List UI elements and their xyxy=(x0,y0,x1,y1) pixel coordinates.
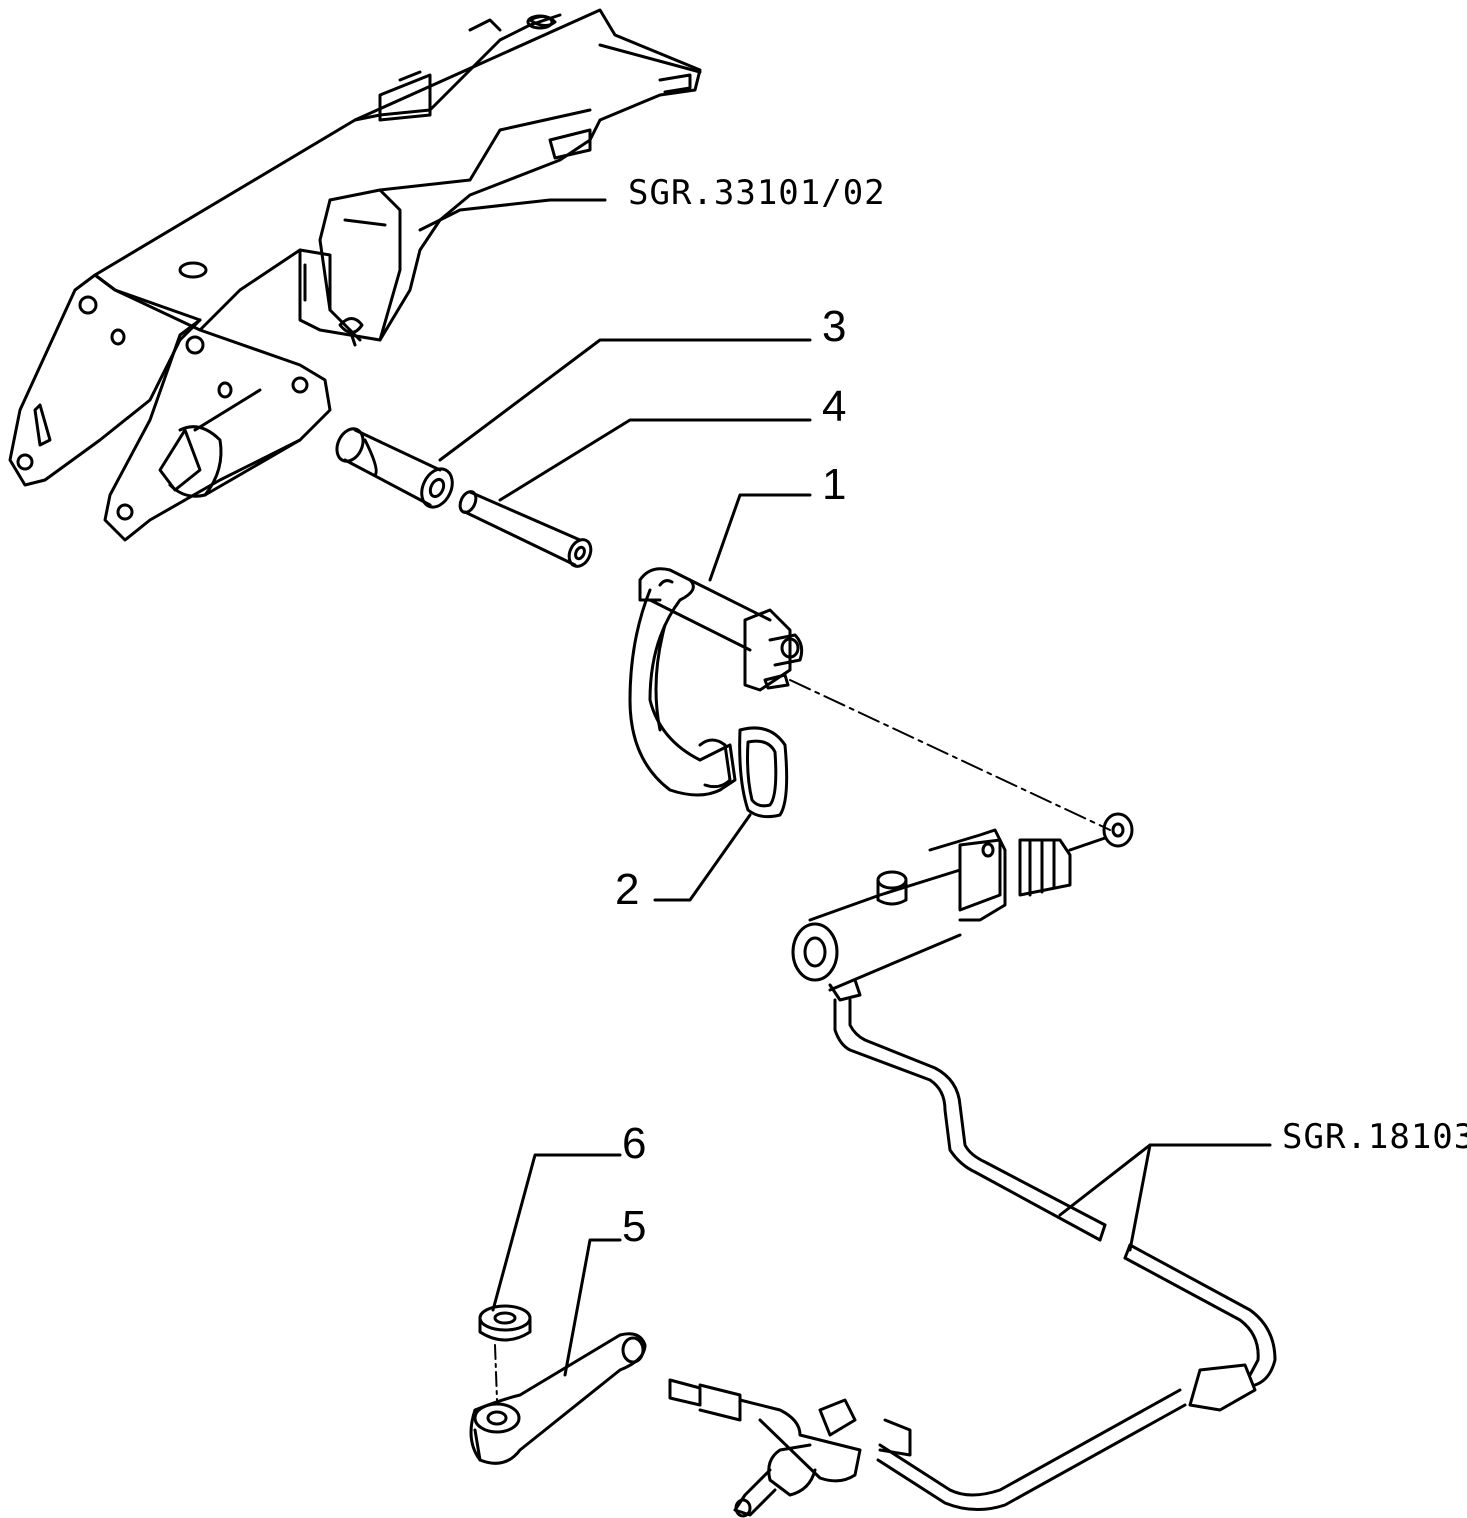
reference-label-upper: SGR.33101/02 xyxy=(628,173,886,213)
pedal-support-bracket xyxy=(8,8,702,542)
clutch-pedal-part-1 xyxy=(628,493,812,797)
callout-number-6: 6 xyxy=(622,1119,647,1168)
bushing-part-3 xyxy=(335,338,812,509)
clutch-master-cylinder xyxy=(791,812,1134,1002)
pivot-pin-part-4 xyxy=(458,418,812,568)
callout-number-4: 4 xyxy=(822,382,847,431)
release-lever-part-5 xyxy=(469,1238,647,1465)
hydraulic-pipe xyxy=(833,998,1277,1511)
pedal-pad-part-2 xyxy=(653,726,789,902)
callout-number-1: 1 xyxy=(822,460,847,509)
callout-number-3: 3 xyxy=(822,302,847,351)
callout-number-2: 2 xyxy=(615,865,640,914)
callout-number-5: 5 xyxy=(622,1202,647,1251)
clutch-slave-cylinder xyxy=(668,1378,862,1518)
retaining-clip-part-6 xyxy=(478,1153,622,1401)
pedal-to-pushrod-centerline xyxy=(789,679,1111,831)
reference-label-lower: SGR.18103 xyxy=(1282,1117,1467,1157)
